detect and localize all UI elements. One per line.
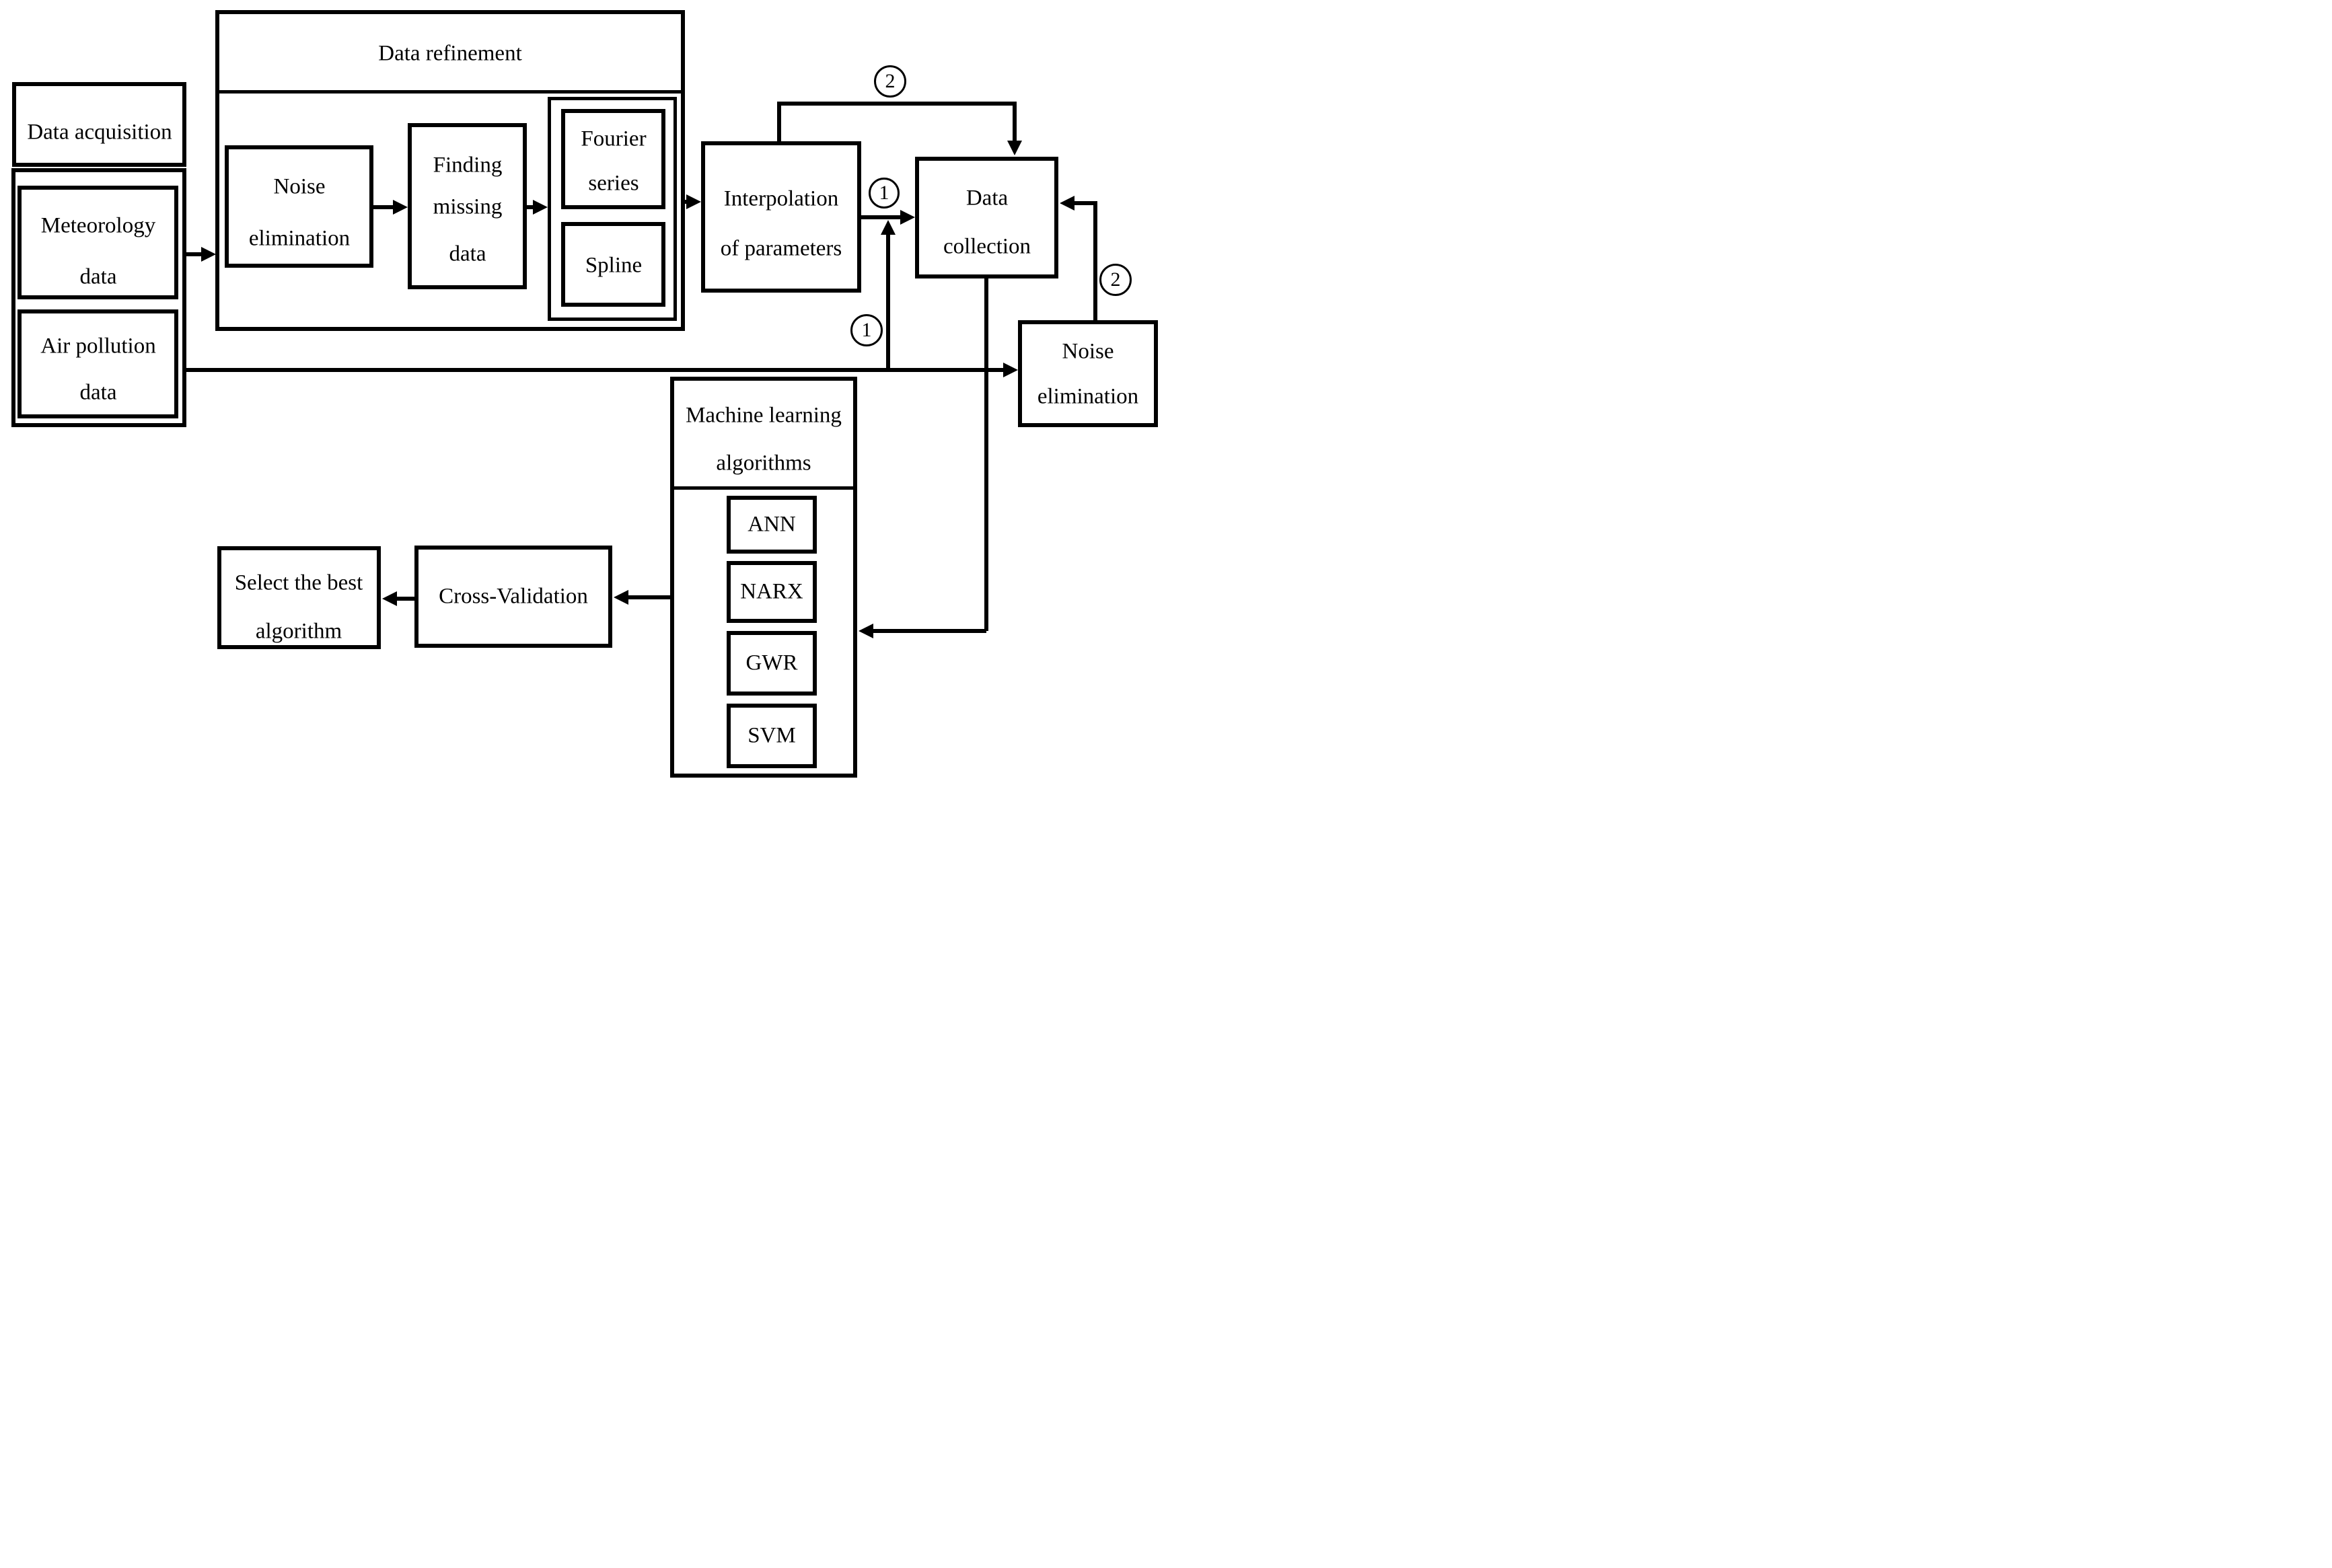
label-narx-line0: NARX bbox=[740, 579, 803, 604]
label-interpolation-of-parameters-line0: Interpolation bbox=[723, 186, 839, 211]
label-machine-learning-algorithms-line1: algorithms bbox=[716, 451, 811, 476]
arrowhead-into-data-collection-left bbox=[900, 210, 915, 225]
label-finding-missing-data-line1: missing bbox=[433, 194, 503, 219]
label-select-best-algorithm-line1: algorithm bbox=[255, 619, 342, 644]
label-air-pollution-data-line1: data bbox=[79, 380, 117, 405]
box-ann bbox=[727, 496, 817, 554]
connector-collection-feedback-vertical bbox=[984, 278, 988, 631]
arrowhead-into-select-best bbox=[382, 591, 397, 606]
arrowhead-into-finding-missing-data bbox=[393, 200, 408, 215]
label-interpolation-of-parameters-line1: of parameters bbox=[720, 236, 842, 261]
arrowhead-into-cross-validation bbox=[614, 590, 628, 605]
label-data-refinement-line0: Data refinement bbox=[378, 41, 522, 66]
label-cross-validation-line0: Cross-Validation bbox=[439, 584, 588, 609]
label-finding-missing-data-line2: data bbox=[449, 241, 486, 266]
connector-loop2-right-horizontal bbox=[1072, 201, 1097, 205]
connector-crossvalidation-to-select bbox=[393, 597, 414, 601]
connector-loop2-right-vertical bbox=[1093, 203, 1097, 320]
connector-loop2-top-drop bbox=[1013, 106, 1017, 145]
box-meteorology-data bbox=[17, 186, 178, 299]
label-ann-line0: ANN bbox=[748, 512, 796, 537]
box-interpolation-of-parameters bbox=[701, 141, 861, 293]
connector-loop2-top-horizontal bbox=[777, 102, 1017, 106]
label-svm-line0: SVM bbox=[748, 723, 796, 748]
connector-air-pollution-long-line bbox=[186, 368, 1007, 372]
label-data-collection-line1: collection bbox=[943, 234, 1031, 259]
box-svm bbox=[727, 704, 817, 768]
label-meteorology-data-line1: data bbox=[79, 264, 117, 289]
arrowhead-into-interpolation bbox=[686, 194, 701, 209]
label-air-pollution-data-line0: Air pollution bbox=[40, 334, 156, 359]
arrowhead-into-data-collection-top bbox=[1007, 141, 1022, 155]
arrowhead-into-machine-learning bbox=[859, 624, 873, 638]
box-data-collection bbox=[915, 157, 1058, 278]
arrowhead-branch-up-junction bbox=[881, 220, 896, 235]
connector-finding-to-fourier-group bbox=[527, 205, 538, 209]
label-machine-learning-algorithms-line0: Machine learning bbox=[686, 403, 842, 428]
badge-circled-2-top: 2 bbox=[874, 65, 906, 98]
label-select-best-algorithm-line0: Select the best bbox=[234, 570, 363, 595]
box-spline bbox=[561, 222, 665, 307]
badge-circled-2-right: 2 bbox=[1099, 264, 1132, 296]
connector-collection-feedback-horizontal bbox=[871, 629, 986, 633]
label-data-acquisition-title-line0: Data acquisition bbox=[27, 120, 172, 145]
box-noise-elimination-collection bbox=[1018, 320, 1158, 427]
badge-circled-1-top: 1 bbox=[869, 178, 900, 209]
connector-loop2-top-rise bbox=[777, 106, 781, 143]
box-select-best-algorithm bbox=[217, 546, 381, 649]
label-noise-elimination-refinement-line1: elimination bbox=[248, 226, 351, 251]
connector-refinement-to-interpolation bbox=[681, 200, 690, 204]
box-data-acquisition-title bbox=[12, 82, 186, 167]
arrowhead-into-fourier-spline-group bbox=[533, 200, 548, 215]
label-noise-elimination-refinement-line0: Noise bbox=[273, 174, 326, 199]
label-fourier-series-line1: series bbox=[588, 171, 639, 196]
label-fourier-series-line0: Fourier bbox=[581, 126, 647, 151]
arrowhead-into-noise-elimination bbox=[1003, 363, 1018, 377]
label-spline-line0: Spline bbox=[585, 253, 643, 278]
separator-data-refinement-title-separator bbox=[215, 90, 685, 94]
connector-acquisition-to-refinement bbox=[186, 252, 204, 256]
box-narx bbox=[727, 561, 817, 623]
separator-machine-learning-title-separator bbox=[670, 486, 857, 490]
label-noise-elimination-collection-line0: Noise bbox=[1062, 339, 1114, 364]
box-gwr bbox=[727, 631, 817, 696]
label-finding-missing-data-line0: Finding bbox=[433, 153, 503, 178]
label-gwr-line0: GWR bbox=[745, 650, 798, 675]
label-noise-elimination-collection-line1: elimination bbox=[1037, 384, 1139, 409]
box-noise-elimination-refinement bbox=[225, 145, 373, 268]
badge-circled-1-branch: 1 bbox=[850, 314, 883, 346]
label-data-collection-line0: Data bbox=[965, 186, 1009, 211]
connector-branch-up-to-collection bbox=[886, 233, 890, 372]
arrowhead-into-data-refinement bbox=[201, 247, 216, 262]
arrowhead-into-data-collection-right bbox=[1060, 196, 1074, 211]
connector-noise-to-finding bbox=[373, 205, 396, 209]
box-fourier-series bbox=[561, 109, 665, 209]
connector-ml-to-crossvalidation bbox=[624, 595, 670, 599]
box-air-pollution-data bbox=[17, 309, 178, 418]
connector-interpolation-to-collection bbox=[861, 215, 904, 219]
box-finding-missing-data bbox=[408, 123, 527, 289]
box-cross-validation bbox=[414, 546, 612, 648]
label-meteorology-data-line0: Meteorology bbox=[40, 213, 156, 238]
